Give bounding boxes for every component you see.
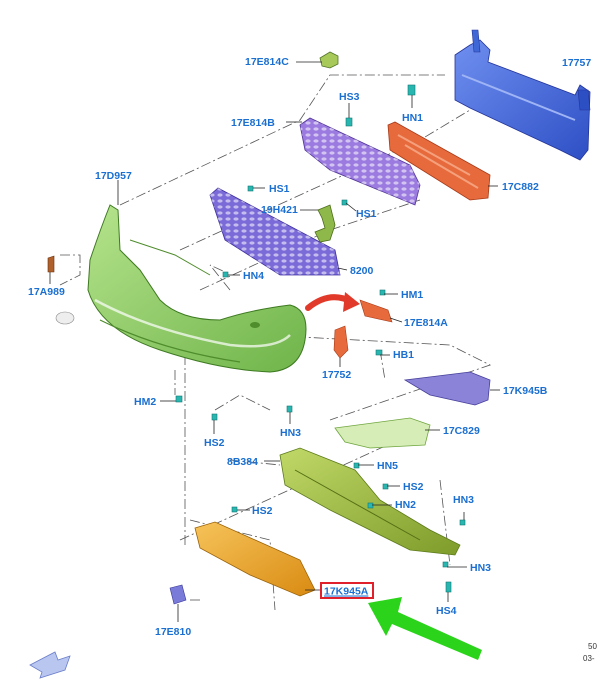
label-17C882: 17C882 — [502, 181, 539, 193]
reinforcement-beam-17757 — [454, 29, 591, 161]
label-HN3-left: HN3 — [280, 427, 301, 439]
corner-text-1: 50 — [588, 642, 597, 651]
label-HS4: HS4 — [436, 605, 457, 617]
part-17752 — [333, 325, 349, 359]
label-HN3-right: HN3 — [453, 494, 474, 506]
label-HB1: HB1 — [393, 349, 414, 361]
label-17K945A: 17K945A — [324, 586, 369, 598]
label-HS1-upper: HS1 — [269, 183, 290, 195]
label-HM1: HM1 — [401, 289, 423, 301]
label-8B384: 8B384 — [227, 456, 258, 468]
label-19H421: 19H421 — [261, 204, 298, 216]
bracket-17E814A — [359, 299, 393, 323]
label-HN3-lower: HN3 — [470, 562, 491, 574]
label-HN2: HN2 — [395, 499, 416, 511]
upper-grille-17E814B — [299, 117, 421, 206]
label-HS2-right: HS2 — [403, 481, 424, 493]
green-arrow — [368, 597, 482, 660]
label-17K945B: 17K945B — [503, 385, 548, 397]
label-17E814B: 17E814B — [231, 117, 275, 129]
label-HN5: HN5 — [377, 460, 398, 472]
label-HS2-left: HS2 — [204, 437, 225, 449]
trim-17C829 — [334, 417, 431, 449]
part-17E810 — [169, 584, 187, 605]
absorber-17C882 — [387, 121, 491, 201]
fasteners — [175, 84, 466, 593]
fog-lamp-cover — [55, 311, 75, 325]
label-17D957: 17D957 — [95, 170, 132, 182]
part-17A989 — [47, 255, 55, 273]
label-HS1-right: HS1 — [356, 208, 377, 220]
bumper-cover-17D957 — [87, 204, 307, 373]
label-17C829: 17C829 — [443, 425, 480, 437]
deflector-17K945B — [403, 371, 491, 406]
lower-grille-8200 — [209, 187, 341, 276]
label-17752: 17752 — [322, 369, 351, 381]
label-17757: 17757 — [562, 57, 591, 69]
undertray-8B384 — [279, 447, 461, 556]
label-HN4: HN4 — [243, 270, 264, 282]
label-HS3: HS3 — [339, 91, 360, 103]
label-17A989: 17A989 — [28, 286, 65, 298]
corner-text-2: 03- — [583, 654, 595, 663]
label-HN1: HN1 — [402, 112, 423, 124]
label-17E814A: 17E814A — [404, 317, 448, 329]
label-8200: 8200 — [350, 265, 374, 277]
red-arrow — [305, 292, 360, 312]
bracket-19H421 — [314, 204, 336, 243]
skid-plate-17K945A — [194, 521, 316, 597]
label-HM2: HM2 — [134, 396, 156, 408]
bracket-17E814C — [319, 51, 339, 69]
highlight-box — [320, 582, 374, 599]
label-17E810: 17E810 — [155, 626, 191, 638]
alignment-lines — [59, 74, 492, 611]
label-HS2-lower: HS2 — [252, 505, 273, 517]
leader-lines — [49, 61, 500, 622]
label-17E814C: 17E814C — [245, 56, 289, 68]
part-labels: 17E814C HS3 HN1 17757 17E814B 17C882 17D… — [28, 56, 591, 638]
corner-arrow-icon — [29, 651, 71, 679]
